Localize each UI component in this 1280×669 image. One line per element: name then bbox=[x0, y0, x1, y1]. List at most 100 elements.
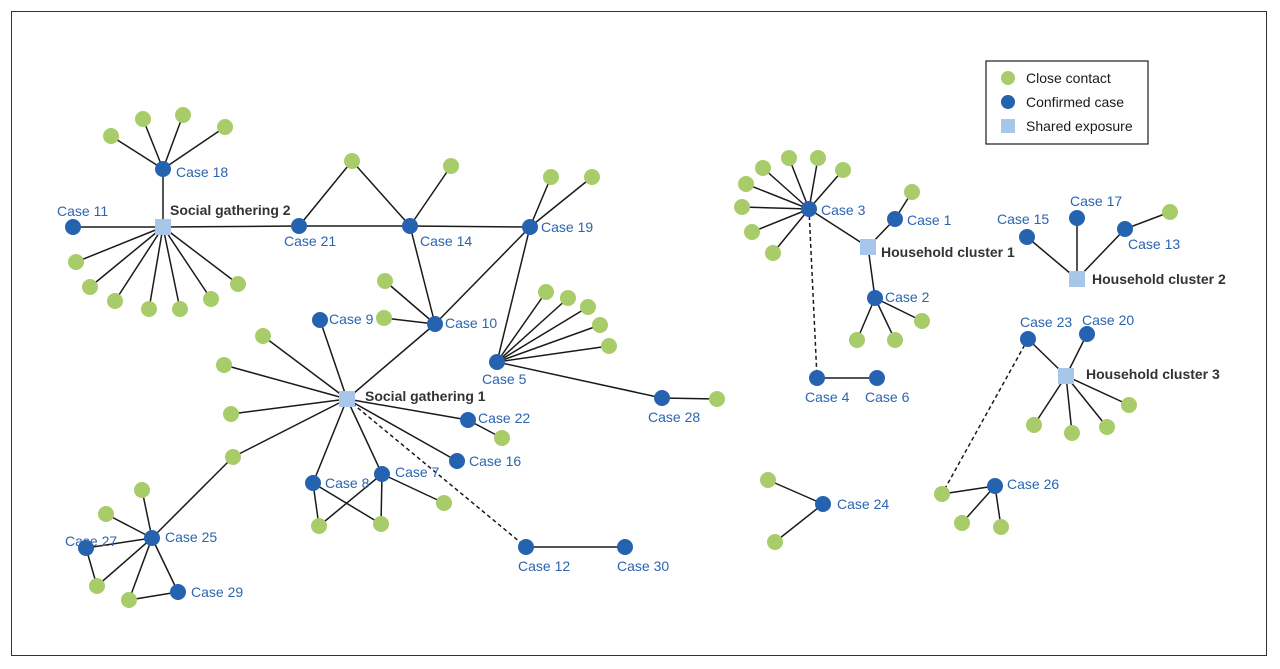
edge-hc2-c13 bbox=[1076, 228, 1126, 280]
contact-node-g19b bbox=[584, 169, 600, 185]
edge-c2-gc2c bbox=[874, 297, 923, 322]
case-node-c3 bbox=[801, 201, 817, 217]
edge-c5-g5d bbox=[496, 324, 601, 363]
case-node-c10 bbox=[427, 316, 443, 332]
case-node-c16 bbox=[449, 453, 465, 469]
contact-node-gh3b bbox=[1064, 425, 1080, 441]
edge-sg2-g2a bbox=[75, 226, 164, 263]
case-node-c11 bbox=[65, 219, 81, 235]
edge-c7-g87a bbox=[318, 473, 383, 527]
edge-c3-g3d bbox=[808, 169, 844, 210]
case-label-c22: Case 22 bbox=[478, 410, 530, 426]
edge-sg1-g1a bbox=[262, 335, 348, 400]
contact-node-g87b bbox=[373, 516, 389, 532]
case-node-c27 bbox=[78, 540, 94, 556]
case-label-c9: Case 9 bbox=[329, 311, 374, 327]
edge-c7-g7 bbox=[381, 473, 445, 504]
contact-node-g1b bbox=[216, 357, 232, 373]
edge-sg1-g1c bbox=[230, 398, 348, 415]
case-label-c27: Case 27 bbox=[65, 533, 117, 549]
contact-node-g3b bbox=[781, 150, 797, 166]
case-node-c12 bbox=[518, 539, 534, 555]
edge-c26-g26b bbox=[961, 485, 996, 524]
legend-exposure-label: Shared exposure bbox=[1026, 118, 1133, 134]
contact-node-gc2a bbox=[849, 332, 865, 348]
edge-sg1-c9 bbox=[319, 319, 348, 400]
case-node-c28 bbox=[654, 390, 670, 406]
edge-c13-gh2 bbox=[1124, 211, 1171, 230]
contact-node-g3e bbox=[738, 176, 754, 192]
case-node-c17 bbox=[1069, 210, 1085, 226]
edge-c3-g3f bbox=[741, 206, 810, 210]
contact-node-g24b bbox=[767, 534, 783, 550]
case-label-c6: Case 6 bbox=[865, 389, 910, 405]
edge-c3-g3c bbox=[808, 157, 819, 210]
case-node-c29 bbox=[170, 584, 186, 600]
edge-c25-g25a bbox=[141, 489, 153, 539]
edge-c18-g18a bbox=[110, 135, 164, 170]
diagram-frame bbox=[11, 11, 1267, 656]
edge-sg2-g2e bbox=[162, 226, 181, 310]
contact-node-g5a bbox=[538, 284, 554, 300]
case-node-c6 bbox=[869, 370, 885, 386]
case-label-c15: Case 15 bbox=[997, 211, 1049, 227]
edge-c19-c10 bbox=[434, 226, 531, 325]
contact-node-g22 bbox=[494, 430, 510, 446]
edge-c3-c4 bbox=[808, 208, 818, 379]
edge-c28-g28 bbox=[661, 397, 718, 400]
edge-sg1-c7 bbox=[346, 398, 383, 475]
case-label-c5: Case 5 bbox=[482, 371, 527, 387]
legend-case-marker bbox=[1001, 95, 1015, 109]
exposure-node-sg2 bbox=[155, 219, 171, 235]
edge-c19-c5 bbox=[496, 226, 531, 363]
edge-c18-g18b bbox=[142, 118, 164, 170]
edge-c3-g3a bbox=[762, 167, 810, 210]
edge-c25-g25d bbox=[128, 537, 153, 601]
contact-node-g2c bbox=[107, 293, 123, 309]
case-label-c3: Case 3 bbox=[821, 202, 866, 218]
edge-c3-g3g bbox=[751, 208, 810, 233]
contact-node-g2e bbox=[172, 301, 188, 317]
legend-exposure-marker bbox=[1001, 119, 1015, 133]
contact-node-g28 bbox=[709, 391, 725, 407]
contact-node-gc2b bbox=[887, 332, 903, 348]
contact-node-gc2c bbox=[914, 313, 930, 329]
contact-node-g19a bbox=[543, 169, 559, 185]
edge-c5-g5e bbox=[496, 345, 610, 363]
case-node-c26 bbox=[987, 478, 1003, 494]
exposure-node-hc1 bbox=[860, 239, 876, 255]
case-node-c23 bbox=[1020, 331, 1036, 347]
contact-node-g3h bbox=[765, 245, 781, 261]
contact-node-g26c bbox=[993, 519, 1009, 535]
contact-node-g10 bbox=[377, 273, 393, 289]
case-label-c25: Case 25 bbox=[165, 529, 217, 545]
case-label-c7: Case 7 bbox=[395, 464, 440, 480]
case-node-c30 bbox=[617, 539, 633, 555]
legend: Close contact Confirmed case Shared expo… bbox=[985, 60, 1149, 145]
contact-node-g3d bbox=[835, 162, 851, 178]
contact-node-g5d bbox=[592, 317, 608, 333]
edge-c19-g19b bbox=[529, 176, 593, 228]
edge-sg1-c8 bbox=[312, 398, 348, 484]
case-label-c18: Case 18 bbox=[176, 164, 228, 180]
contact-node-g5c bbox=[580, 299, 596, 315]
exposure-label-hc2: Household cluster 2 bbox=[1092, 271, 1226, 287]
exposure-node-sg1 bbox=[339, 391, 355, 407]
edge-sg1-g1b bbox=[223, 364, 348, 400]
case-label-c29: Case 29 bbox=[191, 584, 243, 600]
case-node-c21 bbox=[291, 218, 307, 234]
legend-case-label: Confirmed case bbox=[1026, 94, 1124, 110]
edge-c10-g10 bbox=[384, 280, 436, 325]
case-label-c26: Case 26 bbox=[1007, 476, 1059, 492]
contact-node-g1d bbox=[225, 449, 241, 465]
contact-node-g5b bbox=[560, 290, 576, 306]
contact-node-gc1 bbox=[904, 184, 920, 200]
exposure-label-sg2: Social gathering 2 bbox=[170, 202, 291, 218]
contact-node-g24a bbox=[760, 472, 776, 488]
edge-hc2-c15 bbox=[1026, 236, 1078, 280]
edge-sg2-g2g bbox=[162, 226, 239, 285]
edge-g1d-c25 bbox=[151, 456, 234, 539]
case-label-c17: Case 17 bbox=[1070, 193, 1122, 209]
case-node-c19 bbox=[522, 219, 538, 235]
case-label-c21: Case 21 bbox=[284, 233, 336, 249]
